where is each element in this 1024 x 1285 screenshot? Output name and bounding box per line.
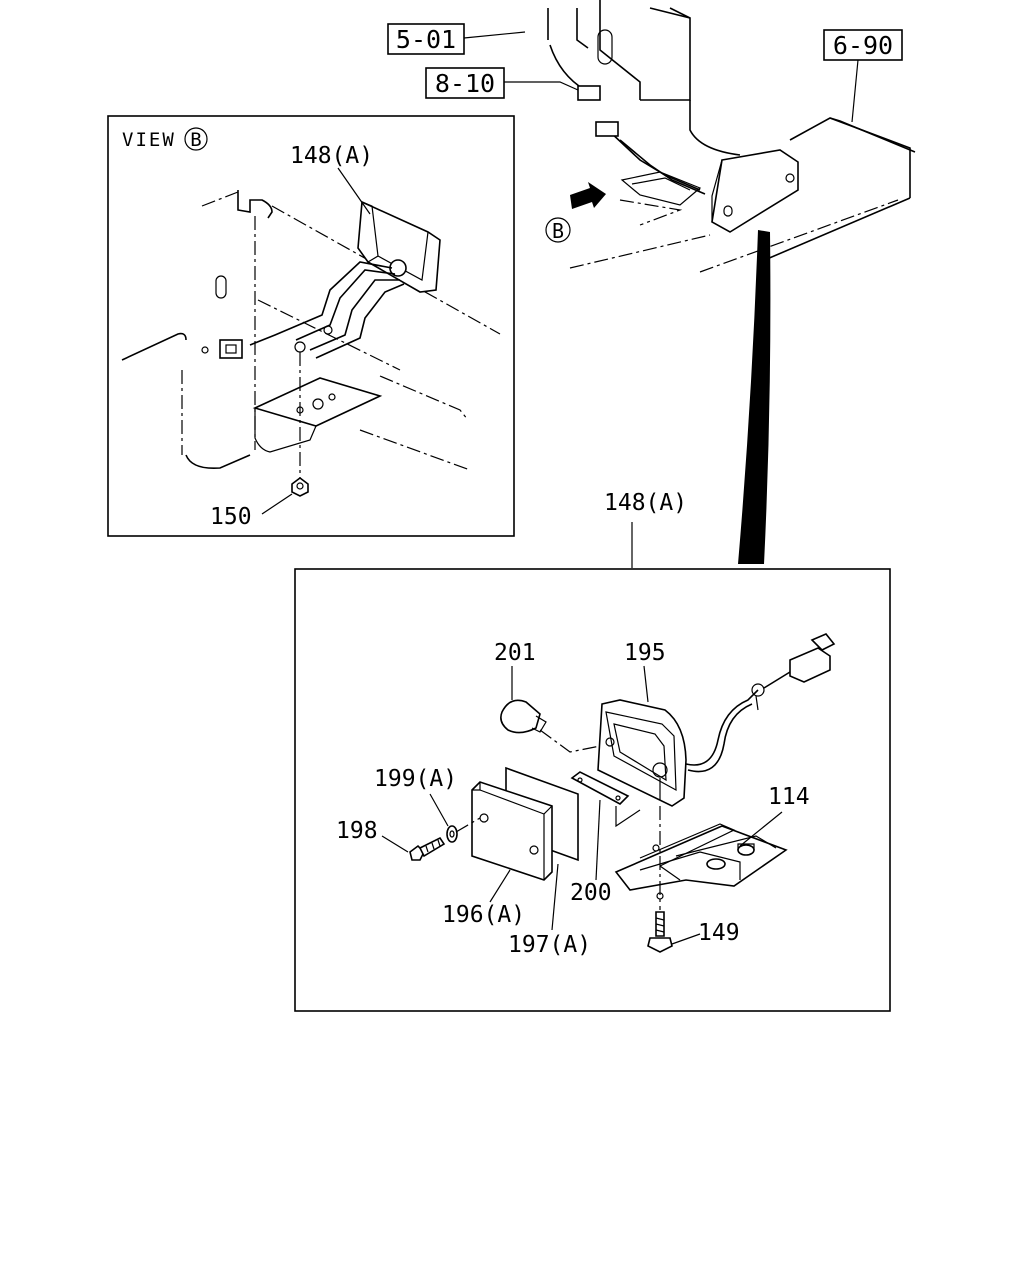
washer-label: 199(A): [374, 766, 457, 792]
ref-8-10-label: 8-10: [435, 69, 495, 98]
bulb-part: [500, 699, 601, 753]
overview-illustration: B: [545, 0, 916, 564]
reference-8-10: 8-10: [425, 67, 579, 99]
reference-5-01: 5-01: [387, 23, 526, 55]
screw-part: [409, 836, 446, 861]
housing-label: 195: [624, 640, 666, 666]
view-arrow-letter: B: [552, 219, 564, 243]
bracket-part: [614, 823, 788, 900]
housing-part: [597, 633, 836, 807]
view-b-nut-label: 150: [210, 504, 252, 530]
reference-6-90: 6-90: [823, 29, 903, 123]
lens-label: 196(A): [442, 902, 525, 928]
bracket-label: 114: [768, 784, 810, 810]
bolt-label: 149: [698, 920, 740, 946]
bolt-part: [647, 806, 673, 953]
lens-part: [471, 781, 553, 881]
bulb-label: 201: [494, 640, 536, 666]
view-b-letter: B: [190, 129, 201, 151]
ref-6-90-label: 6-90: [833, 31, 893, 60]
gasket-label: 197(A): [508, 932, 591, 958]
screw-label: 198: [336, 818, 378, 844]
ref-5-01-label: 5-01: [396, 25, 456, 54]
view-b-lamp-label: 148(A): [290, 143, 373, 169]
washer-part: [446, 817, 481, 843]
view-b-title: VIEW: [122, 129, 176, 151]
detail-box: 148(A) 201 195: [294, 490, 891, 1012]
plate-label: 200: [570, 880, 612, 906]
plate-part: [570, 771, 641, 828]
view-b-inset: VIEW B: [107, 115, 515, 537]
detail-assembly-label: 148(A): [604, 490, 687, 516]
